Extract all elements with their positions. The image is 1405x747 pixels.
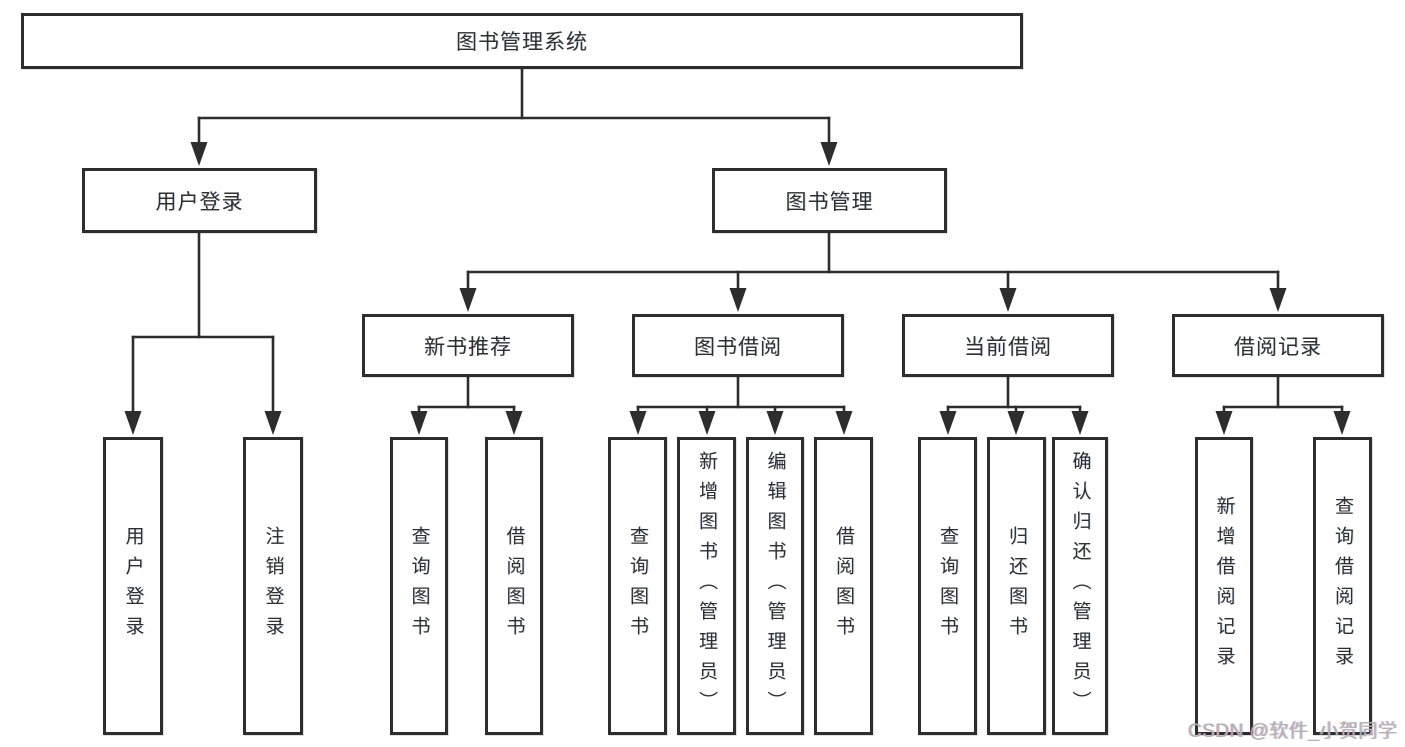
node-label: 当前借阅 [964,335,1052,359]
arrow-head-icon [505,411,523,435]
arrow-head-icon [999,288,1017,312]
node-new-book-rec: 新书推荐 [362,314,574,377]
node-label: 图书管理 [785,190,874,214]
arrow-head-icon [629,411,647,435]
node-label: 编辑图书（管理员） [764,451,786,721]
node-borrow-records: 借阅记录 [1172,314,1384,377]
node-label: 查询借阅记录 [1332,496,1353,676]
arrow-head-icon [729,288,747,312]
node-user-login: 用户登录 [82,168,317,233]
csdn-watermark: CSDN @软件_小贺同学 [1188,721,1398,742]
node-label: 新增借阅记录 [1213,496,1235,676]
connector-new-book-rec-split [410,375,523,435]
node-leaf-query-record: 查询借阅记录 [1313,437,1372,735]
connector-current-borrow-split [939,375,1089,435]
node-leaf-add-record: 新增借阅记录 [1195,437,1253,735]
arrow-head-icon [939,411,957,435]
node-label: 注销登录 [262,526,284,646]
arrow-head-icon [1071,411,1089,435]
node-label: 归还图书 [1006,526,1027,646]
node-label: 借阅记录 [1234,335,1322,359]
arrow-head-icon [124,411,142,435]
arrow-head-icon [1269,288,1287,312]
node-label: 用户登录 [122,526,144,646]
node-current-borrow: 当前借阅 [902,314,1114,377]
node-label: 借阅图书 [833,526,854,646]
arrow-head-icon [698,411,716,435]
node-label: 图书借阅 [694,335,782,359]
node-root: 图书管理系统 [21,13,1023,69]
node-label: 确认归还（管理员） [1069,451,1091,721]
node-label: 查询图书 [408,526,430,646]
arrow-head-icon [1215,411,1233,435]
node-label: 借阅图书 [503,526,525,646]
connector-borrow-records-split [1215,375,1351,435]
arrow-head-icon [820,142,838,166]
arrow-head-icon [766,411,784,435]
node-leaf-query-book-2: 查询图书 [608,437,667,735]
arrow-head-icon [264,411,282,435]
node-label: 用户登录 [155,190,244,214]
connector-book-borrow-split [629,375,853,435]
node-leaf-logout: 注销登录 [243,437,303,735]
arrow-head-icon [1007,411,1025,435]
node-leaf-borrow-book-2: 借阅图书 [814,437,873,735]
connector-user-login-split [124,231,282,435]
arrow-head-icon [459,288,477,312]
node-label: 新书推荐 [424,335,512,359]
node-leaf-borrow-book-1: 借阅图书 [485,437,543,735]
node-leaf-return-book: 归还图书 [987,437,1046,735]
node-leaf-query-book-3: 查询图书 [918,437,977,735]
arrow-head-icon [1333,411,1351,435]
connector-root-split [190,67,838,166]
node-book-borrow: 图书借阅 [632,314,844,377]
node-leaf-edit-book: 编辑图书（管理员） [746,437,804,735]
node-book-mgmt: 图书管理 [712,168,947,233]
connector-book-mgmt-split [459,231,1287,312]
node-label: 查询图书 [627,526,648,646]
node-leaf-confirm-return: 确认归还（管理员） [1052,437,1108,735]
node-leaf-query-book-1: 查询图书 [390,437,448,735]
arrow-head-icon [410,411,428,435]
node-leaf-user-login: 用户登录 [103,437,163,735]
node-label: 新增图书（管理员） [696,451,717,721]
node-leaf-add-book: 新增图书（管理员） [677,437,736,735]
arrow-head-icon [190,142,208,166]
node-label: 查询图书 [937,526,958,646]
arrow-head-icon [835,411,853,435]
node-label: 图书管理系统 [456,31,588,54]
